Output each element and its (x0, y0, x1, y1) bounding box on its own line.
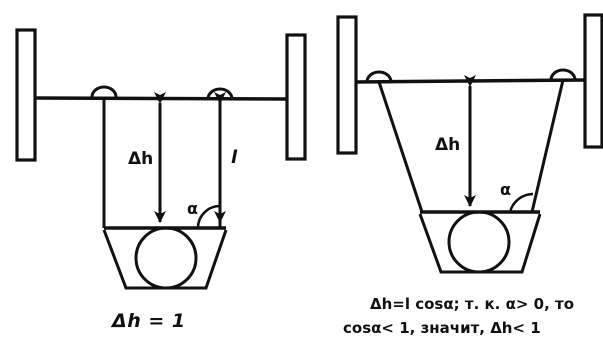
left-wheel (134, 226, 198, 290)
right-cord-1 (377, 81, 424, 213)
left-pivot-2 (206, 87, 234, 100)
right-pivot-2 (549, 68, 577, 81)
right-alpha-label: α (500, 180, 511, 199)
right-delta-h-label: Δh (435, 135, 460, 155)
right-cradle (418, 213, 542, 274)
right-post-left (336, 15, 358, 155)
right-panel: Δh α (336, 13, 603, 274)
left-post-right (285, 33, 307, 161)
right-angle-arc (508, 192, 534, 213)
right-wheel (447, 210, 511, 274)
left-alpha-label: α (187, 199, 198, 218)
left-delta-h-label: Δh (128, 149, 153, 169)
left-pivot-1 (90, 85, 118, 98)
right-pivot-1 (365, 70, 393, 83)
right-cord-2 (530, 79, 565, 213)
right-caption-line-2: cosα< 1, значит, Δh< 1 (343, 319, 541, 337)
left-angle-arc (196, 204, 221, 229)
right-post-right (583, 13, 603, 149)
left-panel: Δh l α (15, 28, 307, 290)
right-caption-line-1: Δh=l cosα; т. к. α> 0, то (370, 295, 575, 313)
left-equation: Δh = 1 (112, 310, 186, 332)
left-cradle (102, 229, 228, 290)
left-bar (34, 96, 288, 101)
left-l-label: l (231, 147, 238, 168)
left-post-left (15, 28, 37, 162)
